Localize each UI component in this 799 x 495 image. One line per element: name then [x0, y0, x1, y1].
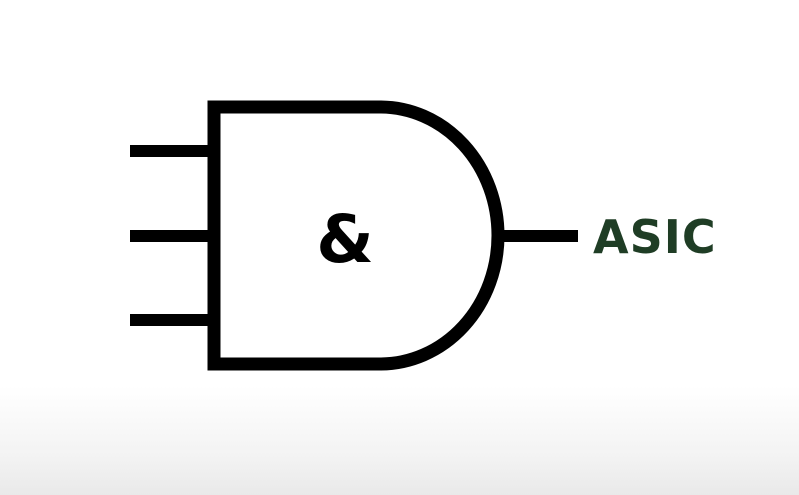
gate-symbol: &	[316, 201, 374, 278]
output-label: ASIC	[593, 210, 717, 264]
